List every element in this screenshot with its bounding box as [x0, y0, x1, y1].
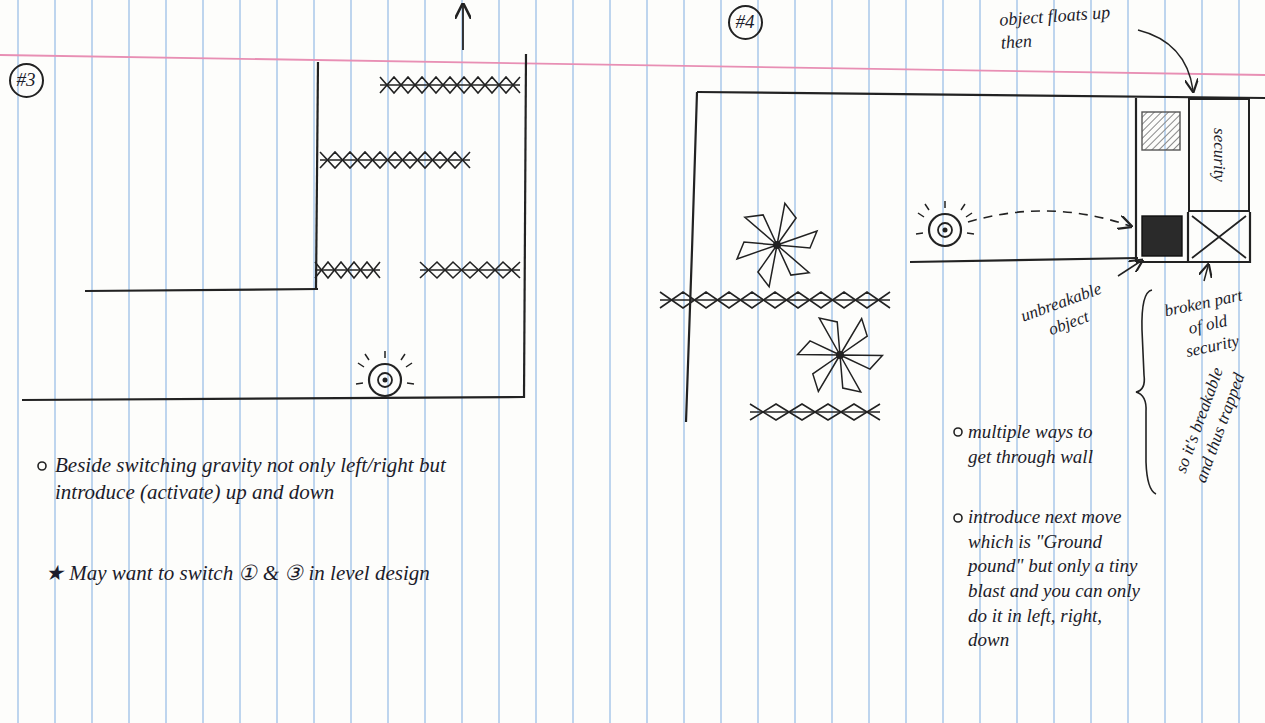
design-note-box: Beside switching gravity not only left/r… — [55, 452, 495, 507]
blade-arm — [765, 203, 800, 246]
design-note: ★ May want to switch ① & ③ in level desi… — [45, 560, 475, 587]
player-character — [356, 351, 414, 396]
spike-zigzag — [420, 262, 520, 278]
spike-zigzag — [380, 77, 520, 93]
inner-wall — [316, 62, 318, 290]
spike-zigzag — [420, 262, 520, 278]
spike-zigzag — [320, 152, 470, 168]
leader-arrow — [1118, 261, 1141, 276]
wall-frame — [1136, 212, 1250, 262]
security-wall: security — [1188, 98, 1250, 212]
level-4-walls — [686, 92, 1265, 422]
bullet — [38, 462, 46, 470]
ledge — [85, 289, 318, 291]
spike-zigzag — [750, 404, 880, 420]
blade-hub — [836, 351, 844, 359]
margin-line — [0, 55, 1265, 75]
level-3-walls — [22, 54, 526, 400]
annotation-box: object floats up then — [999, 0, 1137, 55]
floor — [22, 397, 524, 400]
spike-rows — [660, 292, 890, 420]
blade-arm — [737, 242, 777, 259]
design-note: multiple ways to get through wall — [968, 420, 1093, 469]
spike-base — [750, 411, 880, 413]
spike-base — [380, 84, 520, 86]
blade-arm — [831, 319, 873, 358]
gravity-arrow — [462, 6, 464, 50]
bullet — [954, 428, 962, 436]
blade-arm — [777, 231, 817, 248]
blade-arm — [798, 339, 841, 369]
level-number: #4 — [728, 5, 763, 40]
leader-arrow — [1204, 266, 1208, 281]
spike-zigzag — [320, 152, 470, 168]
broken-block — [1192, 216, 1246, 258]
spike-zigzag — [315, 262, 380, 278]
design-note-box: introduce next move which is "Ground pou… — [968, 505, 1143, 653]
spike-zigzag — [660, 292, 890, 308]
dash-path — [968, 211, 1130, 226]
floor-ledge — [910, 258, 1138, 262]
spike-base — [320, 159, 470, 161]
spike-base — [660, 299, 890, 301]
spike-base — [420, 269, 520, 271]
design-note: Beside switching gravity not only left/r… — [55, 452, 495, 507]
floating-block — [1142, 112, 1180, 150]
spike-rows — [315, 77, 520, 278]
design-note-box: multiple ways to get through wall — [968, 420, 1093, 469]
bullet — [954, 514, 962, 522]
spike-zigzag — [315, 262, 380, 278]
unbreakable-block — [1142, 216, 1182, 256]
curly-bracket — [1136, 290, 1156, 494]
level-number: #3 — [9, 63, 44, 98]
node-label: security — [1210, 128, 1229, 182]
spinning-blade — [737, 203, 817, 286]
design-note-box: ★ May want to switch ① & ③ in level desi… — [45, 560, 475, 587]
ceiling — [697, 92, 1265, 98]
blade-arm — [754, 244, 789, 287]
blade-hub — [773, 241, 781, 249]
wall-divider — [1187, 212, 1189, 262]
annotation: object floats up then — [999, 0, 1137, 55]
leader-arrow — [1138, 30, 1193, 90]
left-wall — [686, 92, 697, 422]
node-label: #3 — [17, 70, 36, 91]
spinning-blade — [798, 315, 883, 395]
right-wall — [524, 54, 526, 398]
spike-zigzag — [660, 292, 890, 308]
wall-edge — [1135, 98, 1137, 262]
player-character — [916, 201, 974, 246]
node-label: #4 — [736, 12, 755, 33]
blade-arm — [807, 353, 849, 392]
design-note: introduce next move which is "Ground pou… — [968, 505, 1143, 653]
spike-zigzag — [380, 77, 520, 93]
spike-base — [315, 269, 380, 271]
spike-zigzag — [750, 404, 880, 420]
